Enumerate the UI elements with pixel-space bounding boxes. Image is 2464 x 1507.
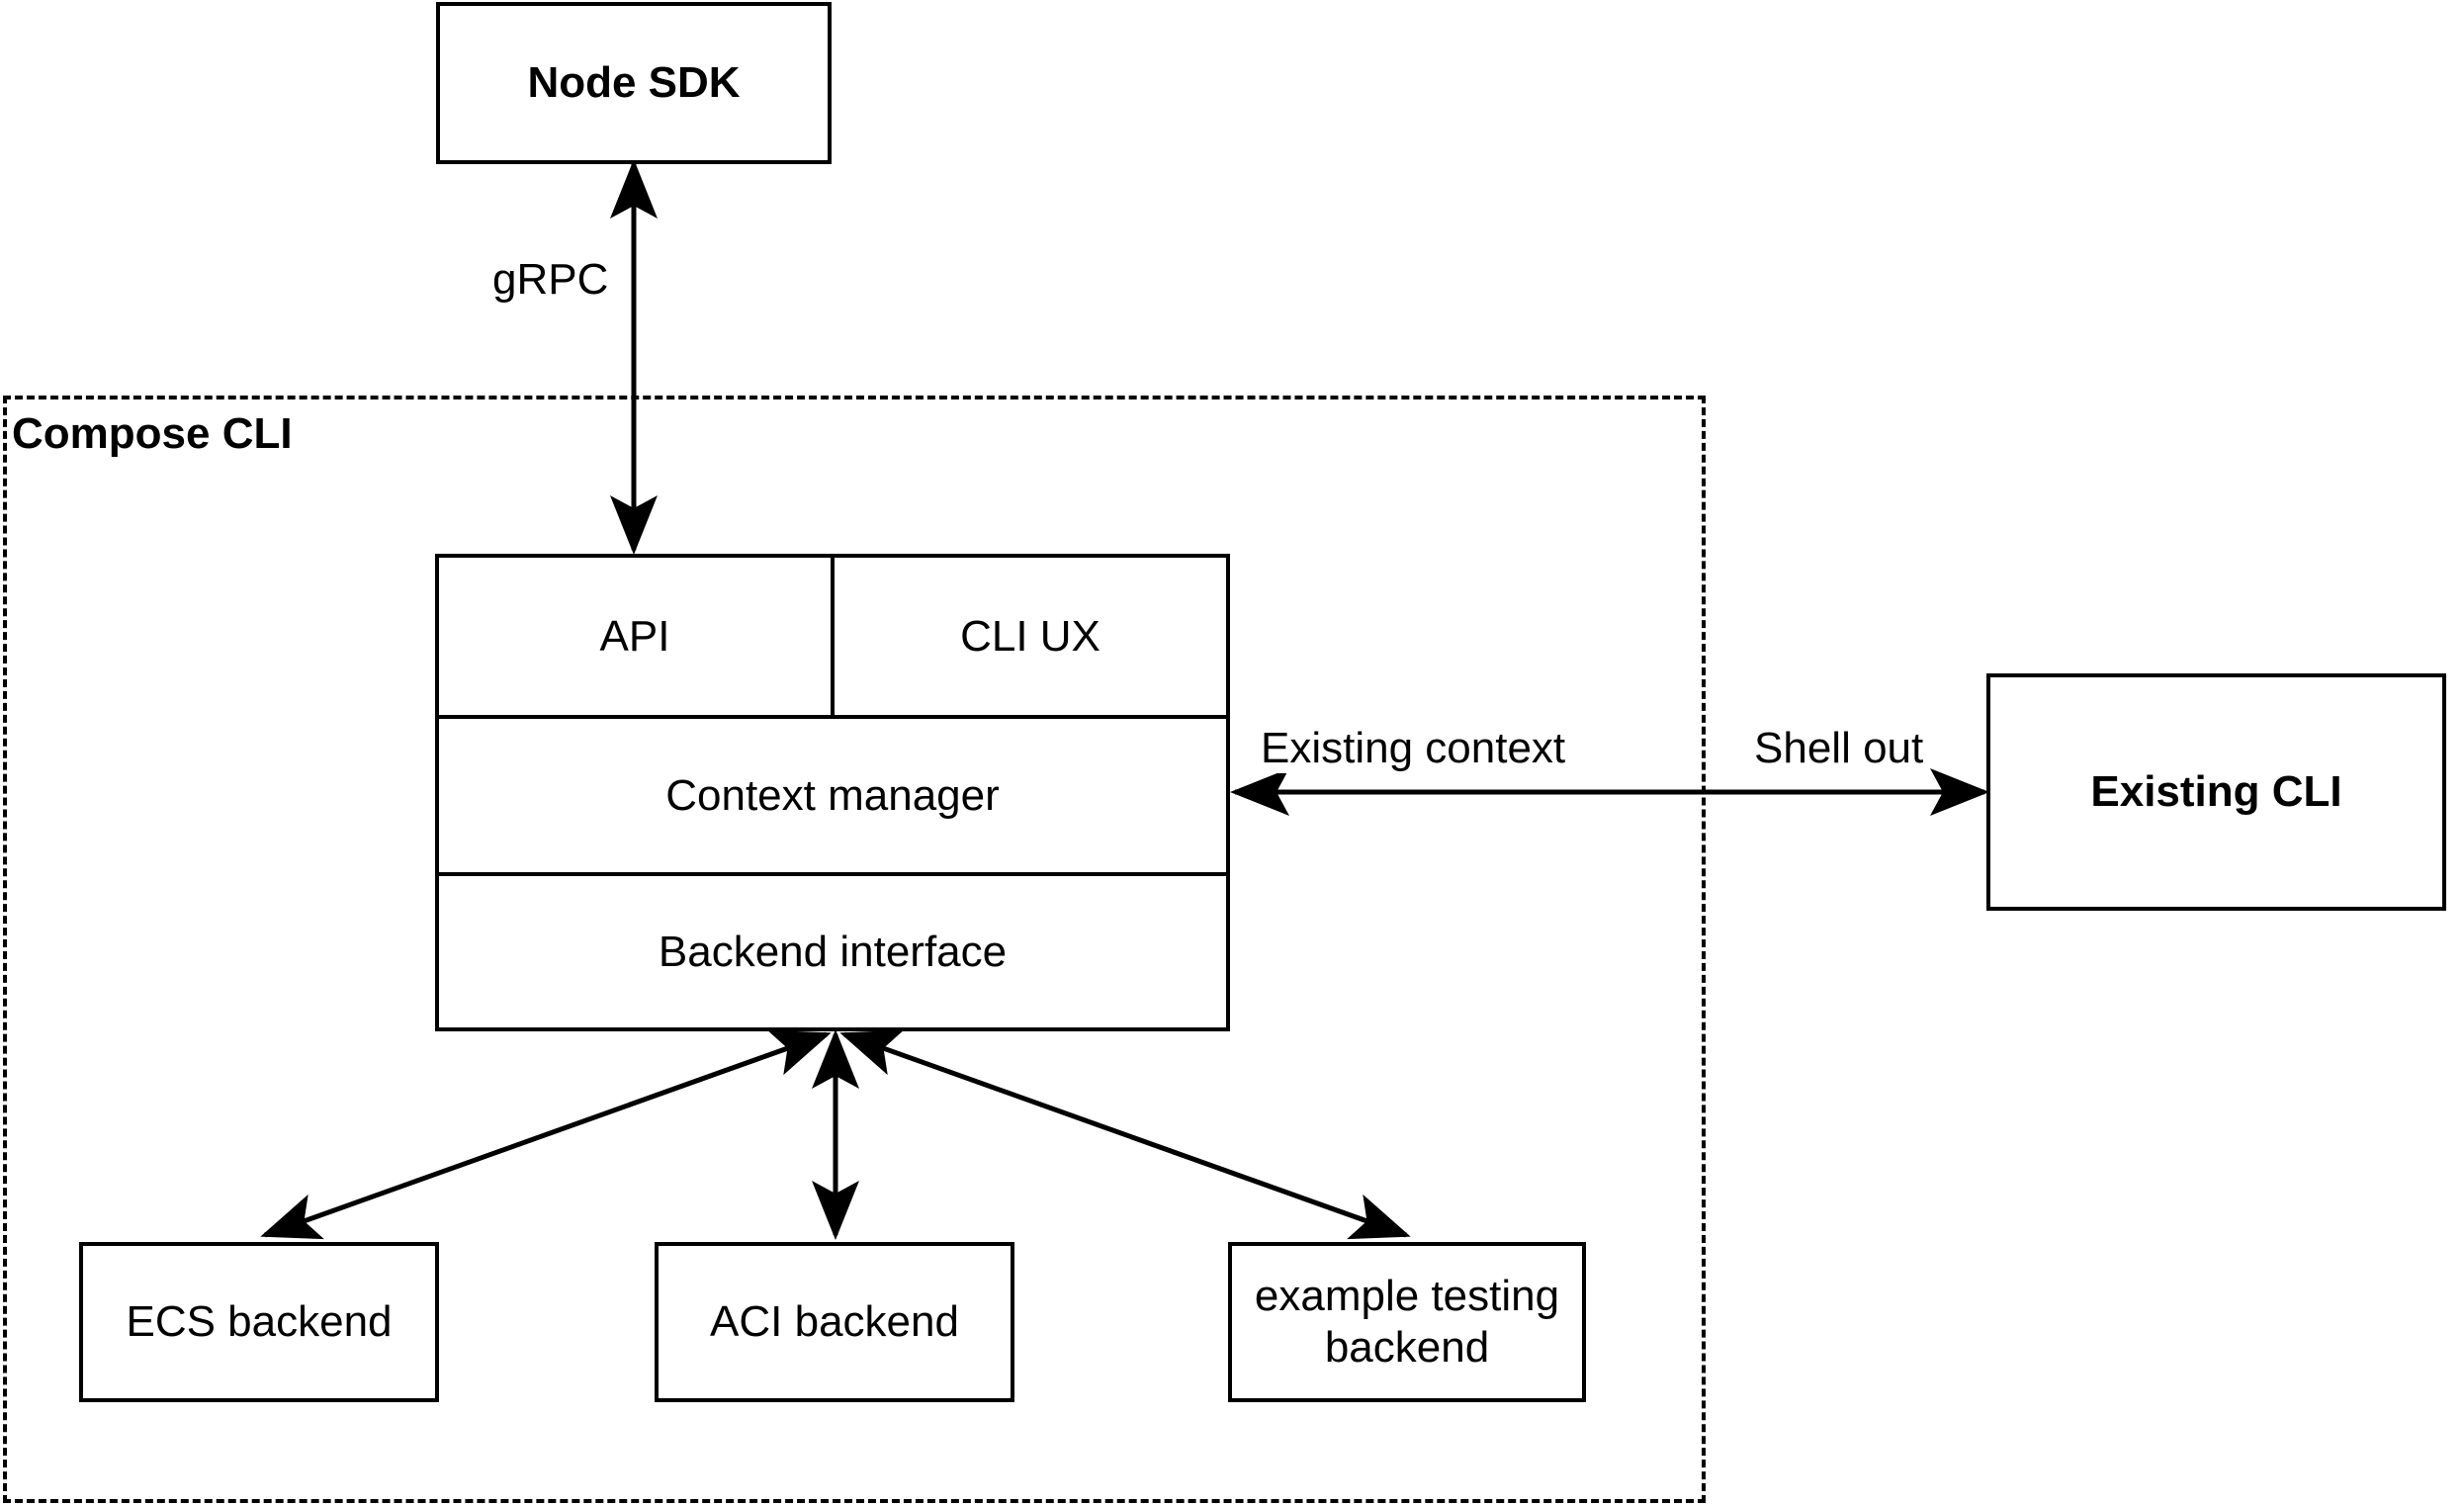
- edge-backend-example: [839, 1029, 1411, 1240]
- stack-cell-backend-interface[interactable]: Backend interface: [439, 876, 1226, 1027]
- edge-backend-ecs: [260, 1029, 832, 1240]
- ecs-backend-box[interactable]: ECS backend: [79, 1242, 439, 1402]
- stack-cell-cli-ux[interactable]: CLI UX: [831, 558, 1226, 715]
- context-manager-label: Context manager: [665, 770, 1000, 820]
- example-testing-backend-box[interactable]: example testing backend: [1228, 1242, 1586, 1402]
- aci-backend-label: ACI backend: [710, 1297, 959, 1347]
- existing-context-edge-label: Existing context: [1255, 724, 1572, 773]
- backend-interface-label: Backend interface: [658, 927, 1008, 976]
- stack-row-api-cliux: API CLI UX: [439, 558, 1226, 715]
- aci-backend-box[interactable]: ACI backend: [655, 1242, 1014, 1402]
- node-sdk-box[interactable]: Node SDK: [436, 2, 832, 164]
- stack-cell-api[interactable]: API: [439, 558, 831, 715]
- cli-ux-label: CLI UX: [960, 611, 1100, 661]
- compose-cli-group: [3, 396, 1706, 1503]
- stack-cell-context-manager[interactable]: Context manager: [439, 719, 1226, 872]
- compose-cli-core-stack: API CLI UX Context manager Backend inter…: [435, 554, 1230, 1031]
- example-testing-backend-label: example testing backend: [1254, 1272, 1560, 1372]
- api-label: API: [599, 611, 670, 661]
- ecs-backend-label: ECS backend: [126, 1297, 393, 1347]
- existing-cli-label: Existing CLI: [2090, 767, 2342, 817]
- stack-row-backend-interface: Backend interface: [439, 872, 1226, 1027]
- compose-cli-group-label: Compose CLI: [12, 409, 293, 458]
- existing-cli-box[interactable]: Existing CLI: [1986, 673, 2446, 911]
- stack-row-context-manager: Context manager: [439, 715, 1226, 872]
- node-sdk-label: Node SDK: [527, 58, 741, 108]
- grpc-edge-label: gRPC: [486, 255, 615, 305]
- shell-out-edge-label: Shell out: [1748, 724, 1930, 773]
